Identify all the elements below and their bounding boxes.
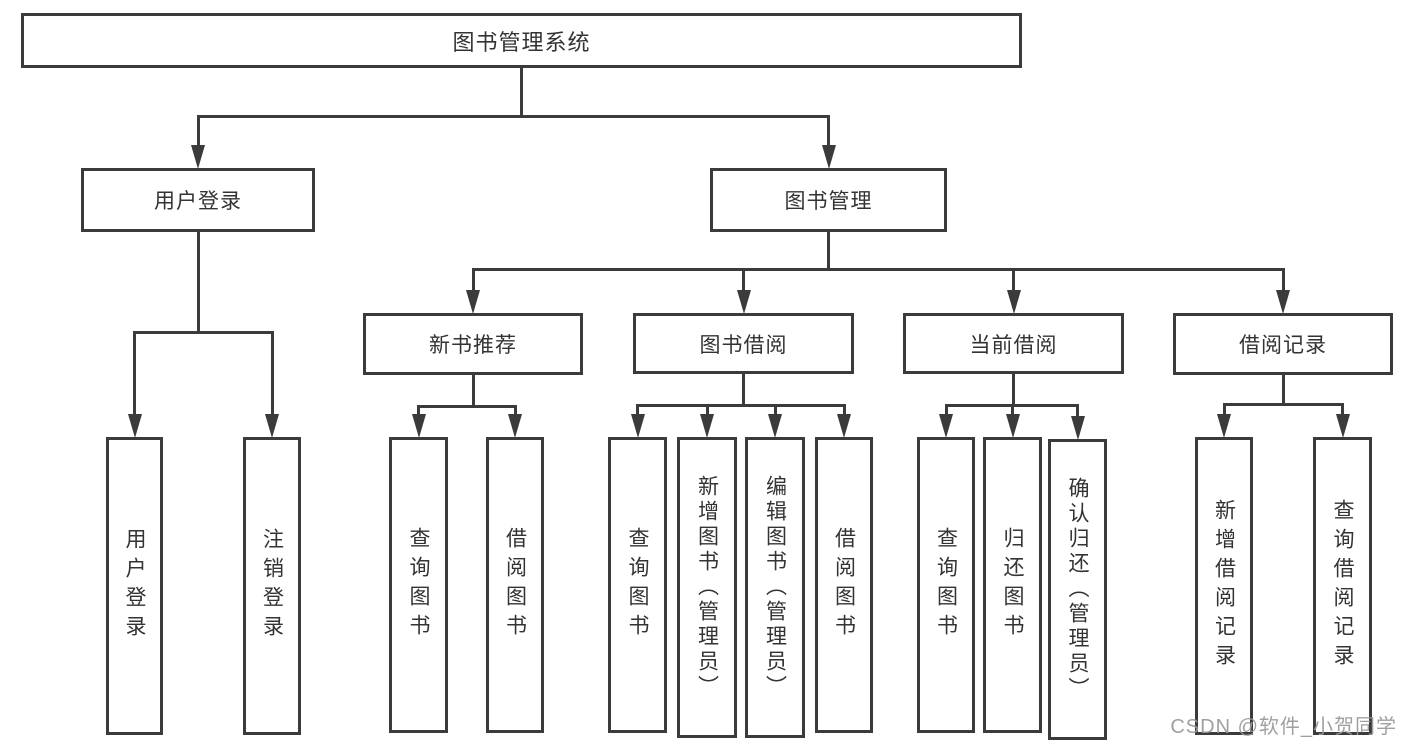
node-label: 注销登录 [260, 528, 284, 644]
connector-line [196, 230, 200, 334]
connector-line [1222, 403, 1226, 415]
node-book-management: 图书管理 [710, 168, 947, 232]
arrow-down-icon [466, 290, 480, 314]
connector-line [196, 115, 830, 118]
connector-line [1281, 373, 1285, 406]
connector-line [1281, 268, 1285, 291]
connector-line [944, 404, 948, 415]
arrow-down-icon [191, 145, 205, 169]
node-label: 借阅记录 [1239, 334, 1327, 357]
arrow-down-icon [736, 290, 751, 314]
connector-line [520, 66, 523, 118]
connector-line [842, 404, 846, 415]
node-borrow-books-recommend: 借阅图书 [486, 437, 544, 733]
node-label: 当前借阅 [969, 333, 1058, 357]
node-label: 查询图书 [626, 527, 649, 643]
arrow-down-icon [1217, 414, 1231, 438]
connector-line [636, 404, 846, 407]
node-add-borrow-record: 新增借阅记录 [1195, 437, 1253, 735]
node-return-books: 归还图书 [983, 437, 1042, 733]
connector-line [417, 405, 517, 408]
arrow-down-icon [768, 414, 782, 438]
connector-line [471, 268, 1285, 271]
arrow-down-icon [508, 414, 522, 438]
node-borrow-books-borrowing: 借阅图书 [815, 437, 873, 733]
connector-line [1012, 268, 1015, 291]
connector-line [827, 230, 830, 271]
node-user-login-branch: 用户登录 [81, 168, 315, 232]
connector-line [1222, 403, 1344, 406]
node-label: 借阅图书 [832, 527, 856, 643]
connector-line [636, 404, 639, 415]
node-label: 查询图书 [934, 527, 958, 643]
node-add-books-admin: 新增图书（管理员） [677, 437, 737, 738]
node-label: 用户登录 [154, 190, 242, 213]
node-confirm-return-admin: 确认归还（管理员） [1048, 439, 1107, 740]
node-label: 用户登录 [123, 528, 146, 644]
node-label: 归还图书 [1001, 527, 1024, 643]
connector-line [196, 115, 200, 146]
node-edit-books-admin: 编辑图书（管理员） [745, 437, 805, 738]
arrow-down-icon [939, 414, 953, 438]
node-borrowing-records: 借阅记录 [1173, 313, 1393, 375]
node-query-books-borrowing: 查询图书 [608, 437, 667, 733]
arrow-down-icon [1335, 414, 1350, 438]
connector-line [133, 331, 136, 415]
connector-line [773, 404, 777, 415]
connector-line [1076, 404, 1079, 417]
arrow-down-icon [265, 414, 279, 438]
node-query-books-current: 查询图书 [917, 437, 975, 733]
node-user-login-leaf: 用户登录 [106, 437, 163, 735]
connector-line [742, 372, 745, 407]
connector-line [471, 373, 475, 408]
node-label: 查询图书 [407, 527, 430, 643]
arrow-down-icon [1276, 290, 1290, 314]
node-label: 借阅图书 [503, 527, 527, 643]
node-label: 图书借阅 [699, 333, 788, 357]
node-label: 查询借阅记录 [1331, 499, 1354, 673]
node-query-borrow-record: 查询借阅记录 [1313, 437, 1372, 735]
node-new-book-recommend: 新书推荐 [363, 313, 583, 375]
connector-line [270, 331, 274, 415]
node-book-borrowing: 图书借阅 [633, 313, 854, 374]
arrow-down-icon [821, 145, 836, 169]
arrow-down-icon [700, 414, 714, 438]
connector-line [133, 331, 274, 334]
node-root: 图书管理系统 [21, 13, 1022, 68]
arrow-down-icon [127, 414, 142, 438]
connector-line [742, 268, 745, 291]
node-current-borrowing: 当前借阅 [903, 313, 1124, 374]
connector-line [705, 404, 709, 415]
node-label: 新书推荐 [429, 334, 517, 357]
connector-line [827, 115, 830, 146]
arrow-down-icon [630, 414, 645, 438]
node-logout-leaf: 注销登录 [243, 437, 301, 735]
node-label: 新增借阅记录 [1212, 499, 1236, 673]
node-label: 图书管理 [784, 190, 873, 213]
arrow-down-icon [1070, 416, 1085, 440]
connector-line [1012, 372, 1015, 407]
csdn-watermark: CSDN @软件_小贺同学 [1170, 716, 1397, 738]
connector-line [1341, 403, 1344, 415]
connector-line [471, 268, 475, 291]
node-label: 新增图书（管理员） [695, 475, 719, 700]
arrow-down-icon [411, 414, 426, 438]
arrow-down-icon [1006, 290, 1021, 314]
arrow-down-icon [837, 414, 851, 438]
connector-line [1011, 404, 1014, 415]
node-label: 图书管理系统 [452, 29, 591, 55]
connector-line [513, 405, 517, 415]
connector-line [417, 405, 420, 415]
arrow-down-icon [1005, 414, 1020, 438]
node-label: 确认归还（管理员） [1066, 477, 1089, 702]
node-label: 编辑图书（管理员） [763, 475, 787, 700]
node-query-books-recommend: 查询图书 [389, 437, 448, 733]
